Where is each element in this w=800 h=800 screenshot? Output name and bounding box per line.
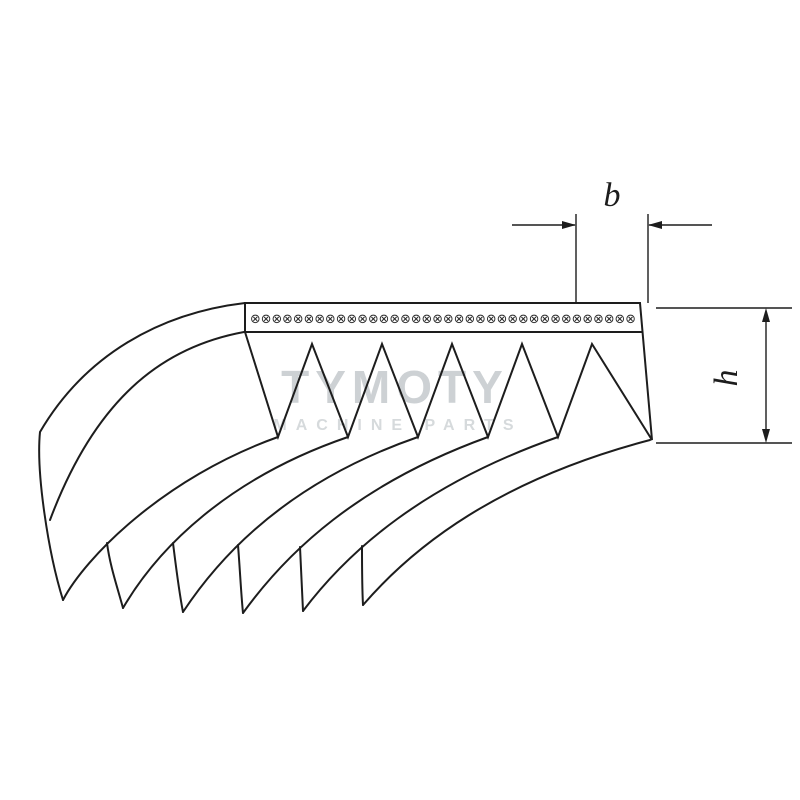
belt-rib-sweep-curve bbox=[182, 436, 419, 613]
arrow-right-icon bbox=[562, 221, 576, 229]
dimension-b: b bbox=[512, 177, 712, 303]
arrow-down-icon bbox=[762, 429, 770, 443]
belt-inner-band-curve bbox=[49, 331, 245, 521]
belt-rib-sweep-curve bbox=[362, 439, 651, 606]
dimension-h-label: h bbox=[708, 370, 745, 387]
belt-rib-left-edge bbox=[237, 544, 244, 614]
belt-rib-left-edge bbox=[299, 546, 304, 612]
belt-rib-sweep-curve bbox=[62, 436, 279, 601]
dimension-h: h bbox=[656, 307, 792, 444]
arrow-up-icon bbox=[762, 308, 770, 322]
dimension-b-label: b bbox=[604, 177, 621, 214]
belt-rib-sweep-curve bbox=[242, 436, 489, 614]
belt-rib-left-edge bbox=[172, 542, 184, 613]
belt-drawing: ⊗⊗⊗⊗⊗⊗⊗⊗⊗⊗⊗⊗⊗⊗⊗⊗⊗⊗⊗⊗⊗⊗⊗⊗⊗⊗⊗⊗⊗⊗⊗⊗⊗⊗⊗⊗ bbox=[38, 302, 653, 614]
belt-rib-sweep-curve bbox=[122, 436, 349, 609]
arrow-left-icon bbox=[648, 221, 662, 229]
belt-rib-sweep-curve bbox=[302, 436, 559, 612]
belt-rib-left-edge bbox=[361, 545, 364, 606]
watermark-tagline-text: MACHINE PARTS bbox=[273, 417, 522, 434]
watermark: TYMOTY MACHINE PARTS bbox=[273, 361, 522, 434]
belt-rib-left-edge bbox=[106, 542, 124, 609]
tension-cord-hatch-pattern: ⊗⊗⊗⊗⊗⊗⊗⊗⊗⊗⊗⊗⊗⊗⊗⊗⊗⊗⊗⊗⊗⊗⊗⊗⊗⊗⊗⊗⊗⊗⊗⊗⊗⊗⊗⊗ bbox=[250, 312, 636, 327]
belt-cross-section-outline bbox=[244, 302, 653, 441]
belt-outer-silhouette-curve bbox=[38, 302, 246, 601]
